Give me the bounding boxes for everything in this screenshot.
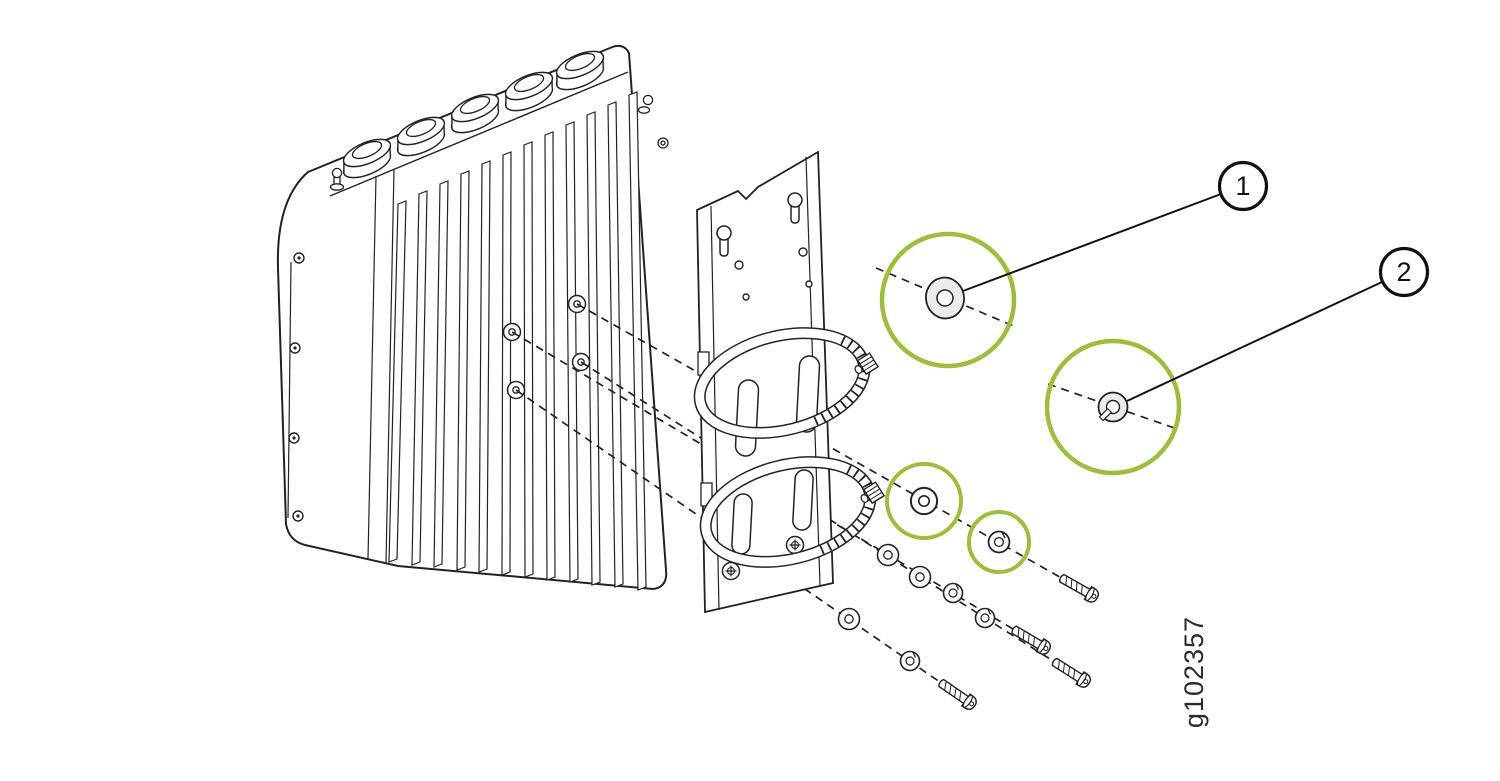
highlight-circle-split-washer (967, 510, 1031, 574)
antenna-connector-right (637, 94, 669, 149)
cover-screw (292, 510, 304, 522)
device-mounting-hole (502, 322, 522, 342)
access-point-device (276, 44, 669, 591)
bracket-screw (785, 535, 805, 555)
callout-2-leader (1126, 281, 1383, 402)
mounting-screw (1008, 622, 1054, 658)
highlight-circle-split-washer-detail (1044, 338, 1182, 476)
mounting-screw (935, 675, 980, 713)
device-top-face-edge (329, 71, 629, 197)
callout-2-label: 2 (1396, 257, 1411, 287)
callout-2-axis-line (1047, 383, 1181, 431)
callout-detail-1 (875, 267, 1017, 328)
split-lock-washer (899, 650, 921, 672)
flat-washer (908, 565, 932, 589)
callout-1: 1 (962, 160, 1269, 292)
mounting-screw (1048, 654, 1094, 691)
flat-washer-detail (925, 276, 965, 320)
cover-screw (288, 432, 300, 444)
highlight-circle-flat-washer-detail (879, 231, 1017, 369)
callout-2-badge (1378, 246, 1430, 298)
mounting-bracket (696, 150, 834, 614)
split-lock-washer (987, 530, 1011, 554)
bracket-screw (721, 561, 741, 581)
split-lock-washer (942, 582, 964, 604)
flat-washer (837, 607, 861, 631)
mounting-screw (1056, 570, 1102, 606)
callout-2: 2 (1126, 246, 1430, 402)
callout-1-label: 1 (1235, 171, 1250, 201)
figure-code: g102357 (1179, 616, 1209, 728)
split-lock-washer-detail (1097, 391, 1129, 423)
flat-washer (909, 486, 939, 516)
device-cover-edge (287, 168, 395, 564)
cover-screw (293, 252, 305, 264)
highlight-circle-flat-washer (885, 462, 963, 540)
callout-detail-2 (1047, 383, 1181, 431)
callout-1-leader (962, 193, 1222, 292)
bracket-holes (734, 247, 813, 301)
split-lock-washer (974, 607, 996, 629)
heatsink-fins (388, 91, 647, 591)
assembly-hardware (837, 486, 1102, 713)
antenna-connector-left (329, 167, 345, 191)
cover-screw (289, 342, 301, 354)
callout-1-badge (1217, 160, 1269, 212)
flat-washer (876, 543, 900, 567)
